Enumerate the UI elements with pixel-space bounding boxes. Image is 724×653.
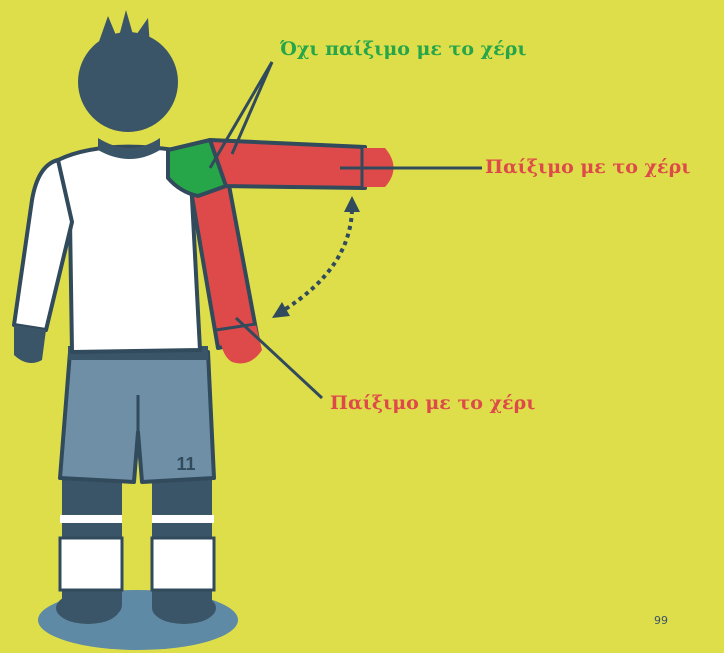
left-hand <box>14 325 46 363</box>
shirt-number: 11 <box>176 454 195 474</box>
lowered-hand <box>220 325 262 364</box>
raised-arm <box>210 140 365 188</box>
label-no-handball: Όχι παίξιμο με το χέρι <box>280 38 527 60</box>
right-sock-stripe <box>152 515 214 523</box>
hair <box>96 10 150 50</box>
label-handball-lower: Παίξιμο με το χέρι <box>330 392 535 414</box>
right-sock <box>152 538 214 590</box>
curved-arrow-icon <box>272 196 360 318</box>
label-handball-upper: Παίξιμο με το χέρι <box>485 156 690 178</box>
left-sock <box>60 538 122 590</box>
left-sleeve <box>14 160 72 330</box>
page-number: 99 <box>654 614 668 627</box>
left-foot <box>56 592 120 624</box>
left-sock-stripe <box>60 515 122 523</box>
right-foot <box>152 592 216 624</box>
